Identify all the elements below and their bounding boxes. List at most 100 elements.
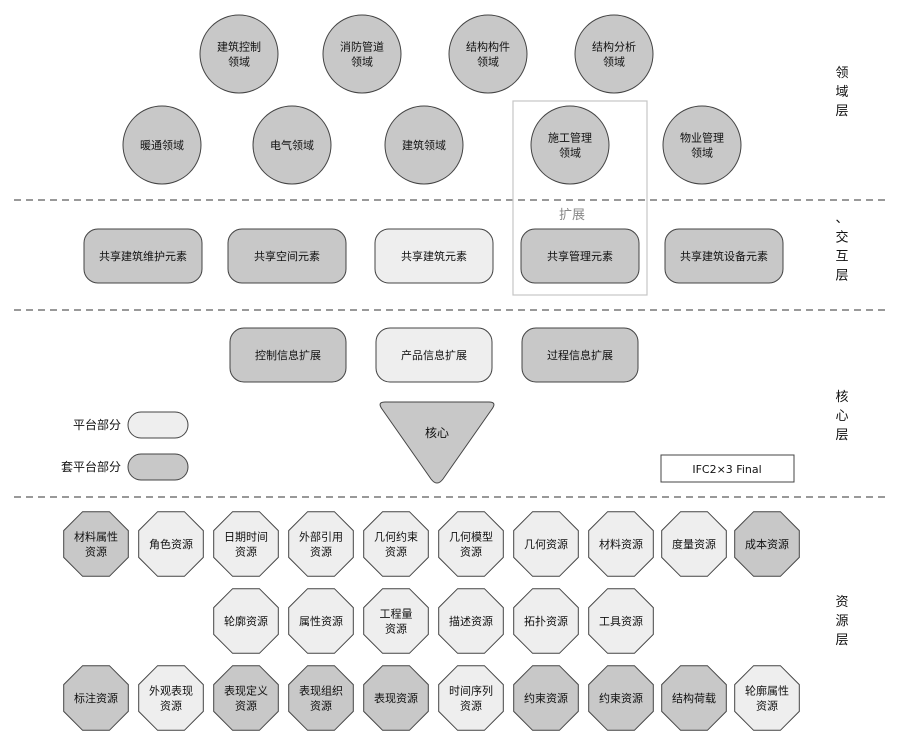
resource-label: 资源 — [460, 544, 482, 558]
resource-octagon — [588, 665, 654, 731]
domain-label: 暖通领域 — [140, 139, 184, 152]
interop-element — [83, 228, 203, 284]
layer-label-domain: 层 — [835, 104, 848, 119]
resource-octagon — [513, 665, 579, 731]
resource-octagon — [513, 588, 579, 654]
interop-element — [520, 228, 640, 284]
resource-label: 时间序列 — [449, 683, 493, 697]
interop-element — [227, 228, 347, 284]
kernel-label: 核心 — [425, 426, 449, 440]
domain-circle — [322, 14, 402, 94]
resource-label: 结构荷载 — [672, 691, 716, 705]
legend-label: 平台部分 — [73, 417, 121, 432]
resource-octagon — [438, 665, 504, 731]
legend-swatch — [127, 411, 189, 439]
resource-octagon — [513, 511, 579, 577]
layer-label-core: 心 — [835, 409, 848, 424]
domain-label: 施工管理 — [548, 130, 592, 144]
resource-label: 资源 — [756, 698, 778, 712]
resource-label: 工程量 — [380, 607, 413, 620]
resource-label: 资源 — [235, 698, 257, 712]
resource-octagon — [661, 665, 727, 731]
resource-octagon — [588, 588, 654, 654]
resource-octagon — [734, 665, 800, 731]
resource-octagon — [138, 511, 204, 577]
resource-label: 资源 — [310, 698, 332, 712]
core-extension-label: 控制信息扩展 — [255, 348, 321, 362]
version-box — [660, 454, 795, 483]
resource-label: 约束资源 — [599, 691, 643, 705]
resource-octagon — [213, 511, 279, 577]
resource-label: 资源 — [385, 544, 407, 558]
resource-octagon — [138, 665, 204, 731]
domain-circle — [574, 14, 654, 94]
resource-octagon — [288, 511, 354, 577]
layer-label-resource: 资 — [835, 595, 848, 610]
resource-label: 材料属性 — [74, 529, 118, 543]
layer-label-interop: 层 — [835, 269, 848, 284]
layer-label-core: 层 — [835, 428, 848, 443]
core-extension — [229, 327, 347, 383]
domain-label: 消防管道 — [340, 39, 384, 53]
resource-octagon — [734, 511, 800, 577]
resource-octagon — [213, 665, 279, 731]
interop-element — [664, 228, 784, 284]
resource-label: 几何约束 — [374, 530, 418, 543]
layer-label-core: 核 — [835, 390, 848, 405]
resource-label: 约束资源 — [524, 691, 568, 705]
domain-label: 建筑控制 — [217, 39, 261, 53]
layer-label-interop: 交 — [835, 230, 848, 246]
domain-label: 领域 — [691, 146, 713, 159]
domain-circle — [122, 105, 202, 185]
domain-circle — [448, 14, 528, 94]
resource-octagon — [288, 588, 354, 654]
resource-label: 描述资源 — [449, 614, 493, 628]
resource-octagon — [363, 511, 429, 577]
domain-circle — [662, 105, 742, 185]
domain-label: 物业管理 — [680, 130, 724, 144]
version-label: IFC2×3 Final — [692, 463, 761, 476]
interop-label: 共享建筑元素 — [401, 249, 467, 263]
resource-octagon — [438, 588, 504, 654]
domain-label: 领域 — [228, 55, 250, 68]
domain-label: 领域 — [477, 55, 499, 68]
resource-label: 资源 — [460, 698, 482, 712]
resource-label: 资源 — [310, 544, 332, 558]
resource-label: 工具资源 — [599, 614, 643, 628]
resource-octagon — [288, 665, 354, 731]
resource-octagon — [588, 511, 654, 577]
resource-octagon — [363, 665, 429, 731]
resource-label: 几何模型 — [449, 529, 493, 543]
legend-swatch — [127, 453, 189, 481]
resource-label: 拓扑资源 — [524, 614, 568, 628]
resource-octagon — [363, 588, 429, 654]
domain-label: 领域 — [351, 55, 373, 68]
domain-label: 建筑领域 — [402, 138, 446, 152]
resource-octagon — [438, 511, 504, 577]
resource-label: 外部引用 — [299, 529, 343, 543]
layer-label-domain: 领 — [835, 66, 848, 81]
layer-label-resource: 源 — [835, 614, 848, 629]
resource-label: 表现组织 — [299, 683, 343, 697]
interop-label: 共享建筑设备元素 — [680, 249, 768, 263]
domain-circle — [252, 105, 332, 185]
resource-octagon — [661, 511, 727, 577]
resource-label: 资源 — [235, 544, 257, 558]
resource-label: 日期时间 — [224, 530, 268, 543]
domain-label: 领域 — [559, 146, 581, 159]
domain-label: 电气领域 — [270, 138, 314, 152]
domain-circle — [530, 105, 610, 185]
interop-element — [374, 228, 494, 284]
resource-octagon — [213, 588, 279, 654]
domain-circle — [384, 105, 464, 185]
domain-label: 结构构件 — [466, 39, 510, 53]
resource-label: 外观表现 — [149, 683, 193, 697]
resource-label: 度量资源 — [672, 537, 716, 551]
extension-box — [512, 100, 648, 296]
resource-octagon — [63, 665, 129, 731]
layer-label-domain: 域 — [835, 85, 848, 100]
domain-circle — [199, 14, 279, 94]
resource-label: 轮廓资源 — [224, 614, 268, 628]
resource-label: 资源 — [85, 544, 107, 558]
